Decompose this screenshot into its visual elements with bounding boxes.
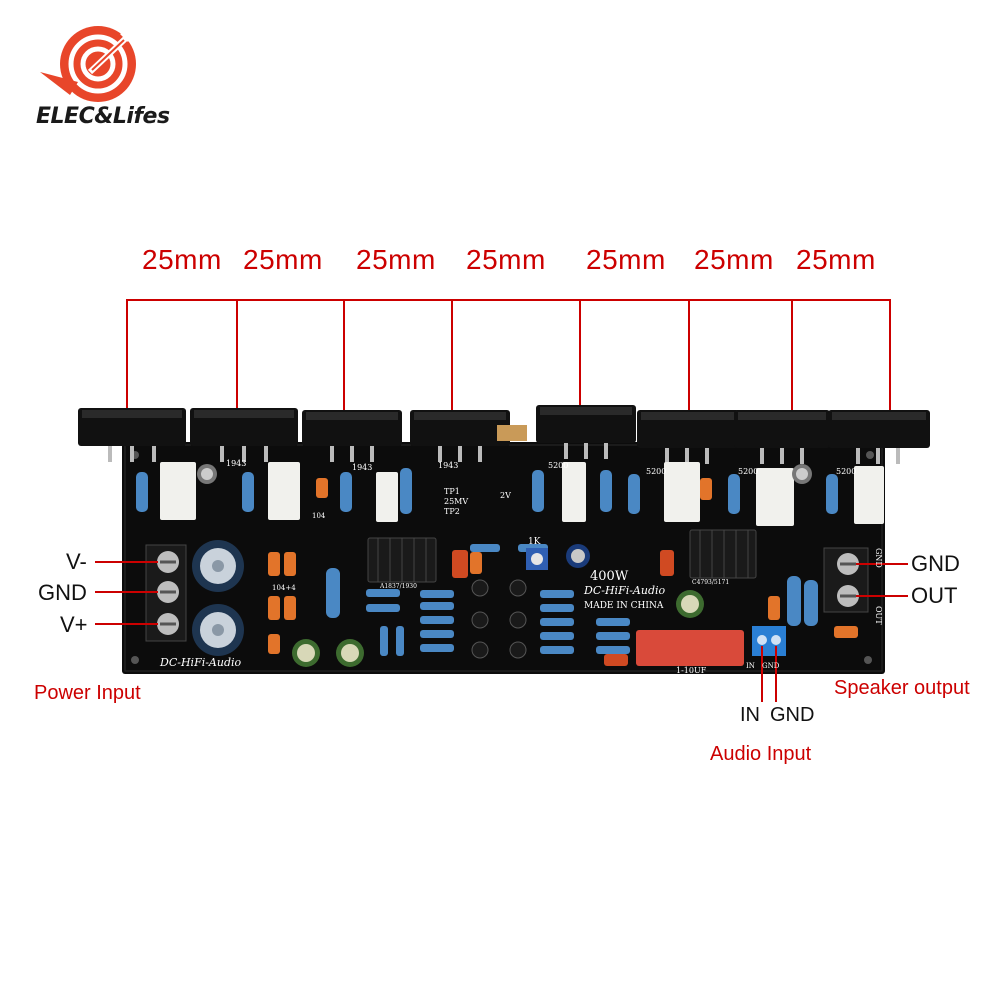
silk-in: IN — [746, 662, 755, 670]
silk-brand-left: DC-HiFi-Audio — [159, 656, 242, 669]
silk-power: 400W — [590, 569, 629, 584]
terminal-label-gnd-right: GND — [911, 551, 960, 576]
silk-made-in: MADE IN CHINA — [584, 601, 664, 611]
ceramic-resistors — [160, 462, 884, 526]
dimension-lines — [126, 299, 891, 412]
silk-gnd: GND — [762, 662, 780, 670]
silk-2v: 2V — [500, 491, 511, 500]
terminal-label-gnd-left: GND — [38, 580, 87, 605]
terminal-label-v-minus: V- — [66, 549, 87, 574]
silk-1943-a: 1943 — [226, 459, 246, 468]
logo-text: ELEC&Lifes — [36, 104, 170, 129]
silk-trimmer: 1K — [528, 537, 541, 547]
silk-1943-c: 1943 — [438, 461, 458, 470]
dimension-label-6: 25mm — [694, 244, 774, 275]
silk-5200-b: 5200 — [646, 467, 666, 476]
dimension-label-3: 25mm — [356, 244, 436, 275]
resistors — [136, 468, 838, 656]
silk-brand: DC-HiFi-Audio — [583, 584, 666, 597]
audio-gnd-label: GND — [770, 704, 815, 726]
silk-tp2: TP2 — [444, 507, 460, 516]
silk-driver-left: A1837/1930 — [379, 583, 417, 590]
silk-104-4: 104+4 — [272, 584, 296, 592]
silk-cap-label: 1-10UF — [676, 666, 707, 675]
dimension-label-1: 25mm — [142, 244, 222, 275]
dimension-label-7: 25mm — [796, 244, 876, 275]
power-input-label: Power Input — [34, 682, 141, 704]
speaker-terminal-block — [823, 547, 869, 613]
dimension-label-5: 25mm — [586, 244, 666, 275]
silk-1943-b: 1943 — [352, 463, 372, 472]
dimension-label-2: 25mm — [243, 244, 323, 275]
speaker-output-label: Speaker output — [834, 677, 970, 699]
audio-input-label: Audio Input — [710, 743, 812, 765]
power-transistors — [78, 405, 930, 464]
film-capacitors — [268, 478, 858, 666]
heatsinks — [367, 529, 757, 583]
silk-5200-d: 5200 — [836, 467, 856, 476]
silk-gnd-right: GND — [874, 548, 883, 568]
silk-tp1: TP1 — [444, 487, 460, 496]
dimension-label-4: 25mm — [466, 244, 546, 275]
silk-out: OUT — [874, 606, 883, 625]
terminal-label-v-plus: V+ — [60, 612, 88, 637]
input-capacitor — [636, 630, 744, 666]
electrolytic-capacitors — [192, 464, 812, 667]
driver-transistors — [471, 579, 527, 659]
target-arrow-icon — [40, 26, 136, 102]
audio-in-label: IN — [740, 704, 760, 726]
silk-driver-right: C4793/5171 — [692, 579, 729, 586]
silk-104: 104 — [312, 512, 326, 520]
terminal-label-out: OUT — [911, 583, 958, 608]
silk-5200-c: 5200 — [738, 467, 758, 476]
silk-5200-a: 5200 — [548, 461, 568, 470]
silk-mv: 25MV — [444, 497, 468, 506]
audio-input-terminal — [752, 626, 786, 656]
terminal-leader-lines — [95, 561, 908, 702]
